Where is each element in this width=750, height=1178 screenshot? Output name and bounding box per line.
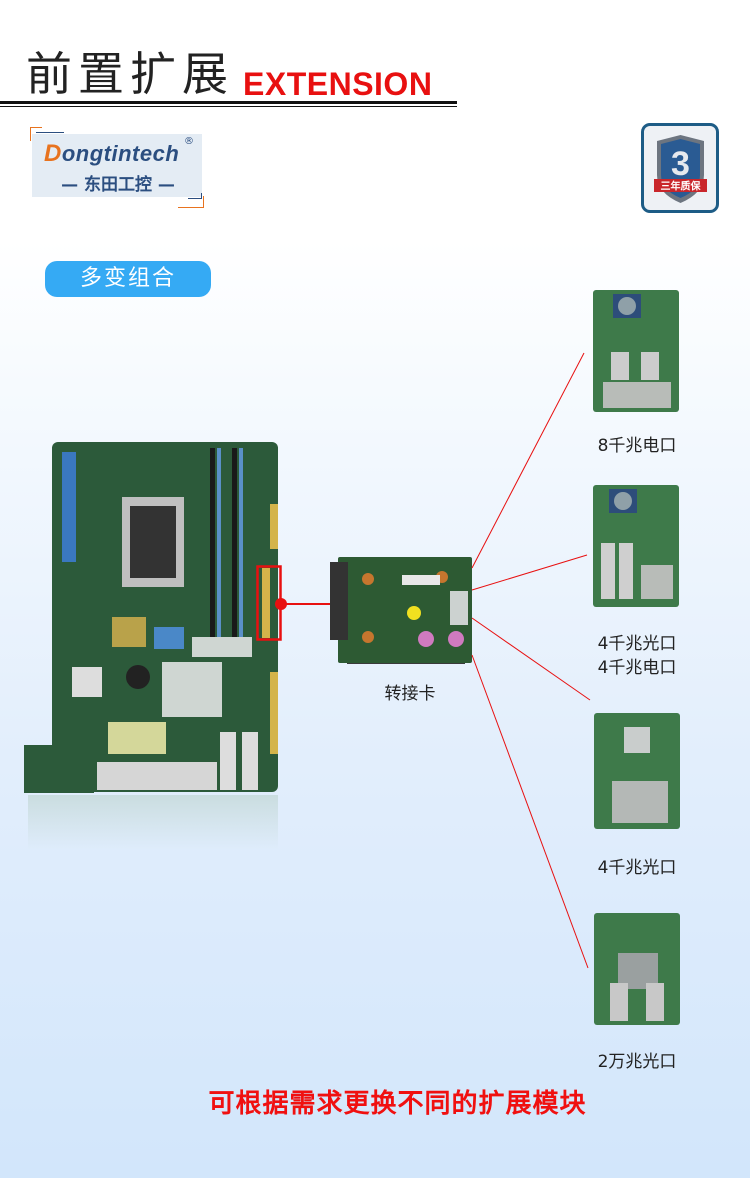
module-card-graphic [601,489,673,599]
brand-name-rest: ongtintech [61,141,180,166]
adapter-graphic [362,571,468,647]
module-caption: 2万兆光口 [577,1050,697,1074]
module-card-graphic [612,727,668,823]
page-title-en: EXTENSION [243,66,433,102]
module-card-8-gbe-copper [593,290,679,412]
svg-text:3: 3 [671,145,690,183]
svg-text:三年质保: 三年质保 [661,180,702,193]
module-caption: 4千兆光口 4千兆电口 [577,632,697,680]
module-card-2-10g-sfp [594,913,680,1025]
adapter-card-image [338,557,472,663]
logo-corner-decoration [188,193,202,199]
module-card-graphic [603,294,671,408]
motherboard-reflection [28,795,278,850]
module-card-graphic [610,953,664,1021]
header-divider-thin [0,106,457,107]
logo-corner-decoration [36,132,64,134]
adapter-caption: 转接卡 [384,684,436,704]
brand-name-cn: — 东田工控 — [61,175,175,195]
motherboard-image [52,442,278,792]
shield-icon: 3 三年质保 [654,135,707,203]
logo-corner-decoration [30,127,42,141]
caption-line: 4千兆电口 [597,658,677,678]
brand-initial: D [44,140,62,167]
module-card-4-sfp-4-copper [593,485,679,607]
adapter-side-connector [330,562,348,640]
motherboard-graphic [62,448,278,790]
registered-mark: ® [184,136,194,147]
caption-line: 2万兆光口 [597,1052,677,1072]
caption-line: 4千兆光口 [597,634,677,654]
module-card-4-sfp [594,713,680,829]
caption-line: 8千兆电口 [597,436,677,456]
brand-logo [32,134,202,197]
brand-name-en: Dongtintech [44,140,179,168]
header-divider [0,101,457,104]
caption-line: 4千兆光口 [597,858,677,878]
logo-corner-decoration [178,196,204,208]
module-caption: 4千兆光口 [577,856,697,880]
page-title-cn: 前置扩展 [26,47,234,101]
section-pill-variable-combos: 多变组合 [45,261,211,297]
footer-note: 可根据需求更换不同的扩展模块 [208,1089,587,1119]
warranty-badge: 3 三年质保 [641,123,719,213]
module-caption: 8千兆电口 [577,434,697,458]
